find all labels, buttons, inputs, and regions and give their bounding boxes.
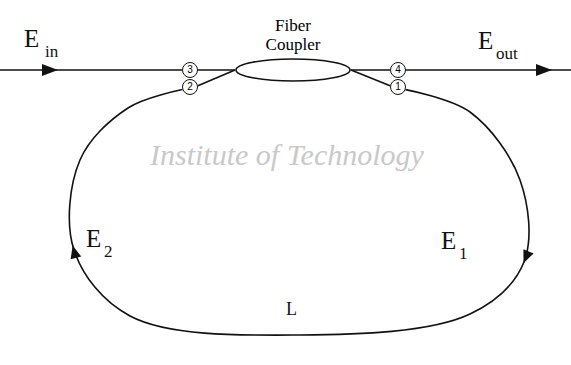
fiber-path <box>69 90 529 336</box>
port-number: 1 <box>390 79 406 95</box>
input-fiber <box>0 69 182 71</box>
loop-length: L <box>286 300 297 318</box>
port-number: 4 <box>390 62 406 78</box>
port-number: 2 <box>182 79 198 95</box>
field-symbol: E <box>478 28 493 53</box>
fiber-path <box>351 70 390 86</box>
port-number: 1 <box>395 82 401 92</box>
fiber-coupler: Fiber Coupler <box>235 58 351 82</box>
port-number: 4 <box>395 65 401 75</box>
field-subscript: in <box>45 43 58 60</box>
watermark: Institute of Technology <box>150 140 424 170</box>
arrow-head <box>71 245 82 259</box>
fiber-segment <box>351 70 390 71</box>
field-symbol: E <box>86 226 101 251</box>
input-arrow <box>42 64 58 76</box>
fiber-segment <box>351 70 390 86</box>
fiber-loop <box>69 90 533 336</box>
fiber-path <box>351 69 390 71</box>
field-subscript: 2 <box>104 243 113 260</box>
field-subscript: 1 <box>459 245 468 262</box>
coupler-outline <box>235 58 351 82</box>
port-number: 3 <box>187 65 193 75</box>
fiber-path <box>198 69 235 71</box>
output-arrow <box>536 64 552 76</box>
field-subscript: out <box>496 45 518 62</box>
field-symbol: E <box>441 228 456 253</box>
field-symbol: E <box>24 26 39 51</box>
arrow-head <box>523 249 533 263</box>
fiber-segment <box>198 70 235 71</box>
coupler-body <box>236 59 350 81</box>
fiber-path <box>198 70 235 86</box>
fiber-segment <box>198 70 235 86</box>
port-number: 3 <box>182 62 198 78</box>
component-label: Fiber Coupler <box>256 16 330 55</box>
port-number: 2 <box>187 82 193 92</box>
